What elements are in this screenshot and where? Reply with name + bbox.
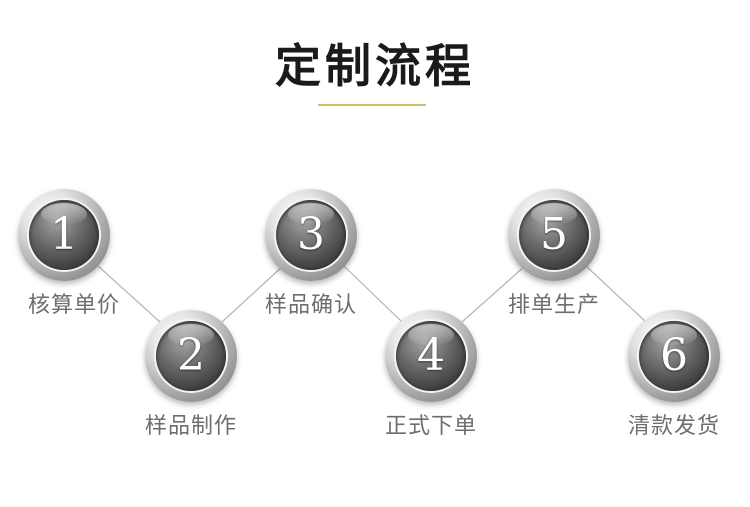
- step-5-number: 5: [540, 209, 568, 260]
- step-2-number: 2: [177, 330, 205, 381]
- step-1-number: 1: [50, 209, 78, 260]
- step-1-circle: 1: [18, 189, 110, 281]
- step-5-circle: 5: [508, 189, 600, 281]
- step-3-circle: 3: [265, 189, 357, 281]
- title-underline: [318, 104, 426, 106]
- step-2-label: 样品制作: [144, 414, 237, 439]
- step-6-label: 清款发货: [627, 414, 720, 439]
- step-4-circle: 4: [385, 310, 477, 402]
- step-6-circle: 6: [628, 310, 720, 402]
- step-3-label: 样品确认: [264, 293, 357, 318]
- step-6-number: 6: [660, 330, 688, 381]
- connector-5-6: [585, 265, 647, 323]
- step-2-circle: 2: [145, 310, 237, 402]
- step-4-label: 正式下单: [384, 414, 477, 439]
- step-5-label: 排单生产: [507, 293, 600, 318]
- page-title: 定制流程: [275, 39, 475, 93]
- connector-3-4: [343, 265, 403, 323]
- connector-4-5: [461, 265, 526, 323]
- connector-1-2: [97, 265, 161, 323]
- step-1-label: 核算单价: [27, 293, 120, 318]
- connector-2-3: [221, 265, 284, 323]
- step-4-number: 4: [417, 330, 445, 381]
- step-3-number: 3: [297, 209, 325, 260]
